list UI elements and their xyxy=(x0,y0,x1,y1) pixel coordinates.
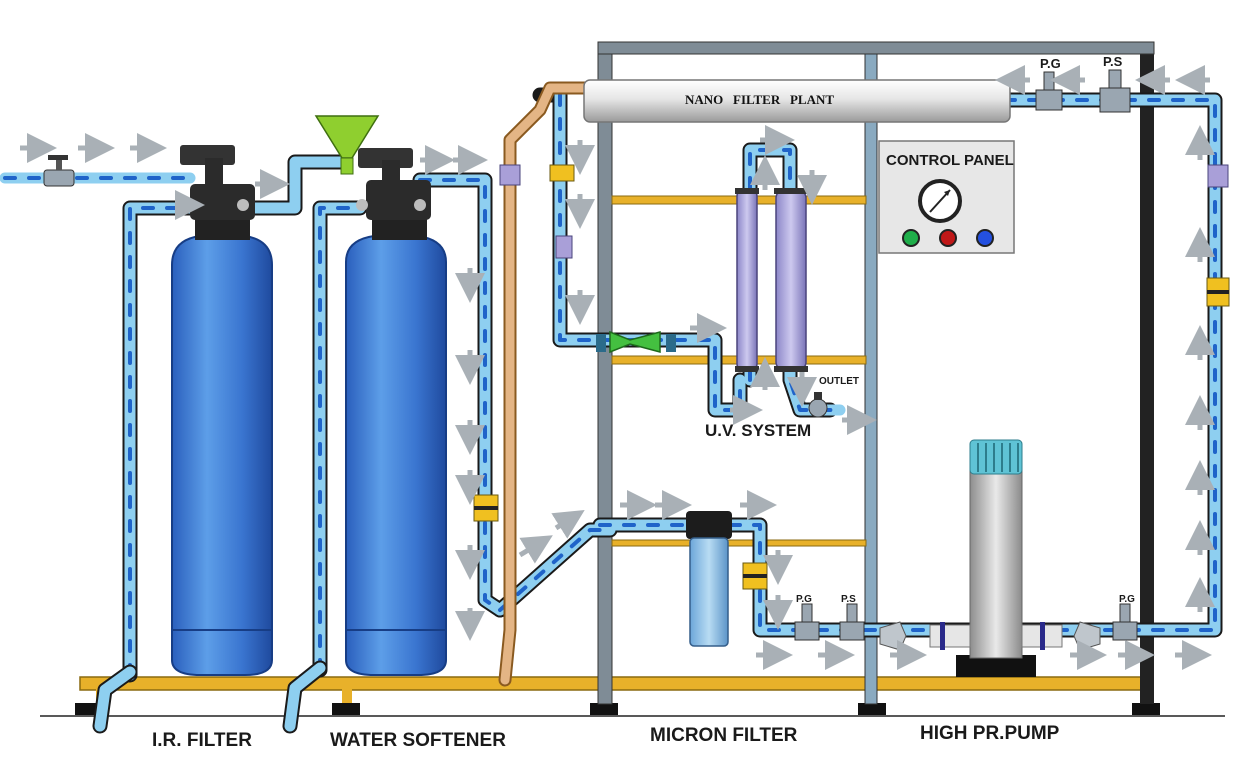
control-panel: CONTROL PANEL xyxy=(878,140,1015,254)
inlet-valve-icon xyxy=(43,155,75,187)
nano-filter-label: NANO FILTER PLANT xyxy=(685,92,834,107)
high-pr-pump-label: HIGH PR.PUMP xyxy=(920,723,1060,744)
ir-filter-vessel xyxy=(171,145,273,676)
ps-low-label: P.S xyxy=(841,594,856,605)
skid-frame xyxy=(597,41,1155,705)
gauge-icon xyxy=(918,179,962,223)
blue-lamp-icon xyxy=(976,229,994,247)
micron-filter-vessel xyxy=(686,511,732,647)
control-panel-label: CONTROL PANEL xyxy=(886,152,1014,169)
uv-system xyxy=(735,188,808,372)
ball-valves xyxy=(499,164,1229,259)
nano-filter-membrane: NANO FILTER PLANT xyxy=(583,79,1011,123)
flow-meter-icon xyxy=(596,330,676,354)
micron-filter-label: MICRON FILTER xyxy=(650,725,798,746)
pressure-gauge-icon xyxy=(794,69,1138,641)
flow-arrows xyxy=(20,65,1215,670)
green-lamp-icon xyxy=(902,229,920,247)
pg-right-label: P.G xyxy=(1119,594,1135,605)
ir-filter-label: I.R. FILTER xyxy=(152,730,252,751)
water-softener-vessel xyxy=(345,148,447,676)
base-feet xyxy=(75,689,1160,715)
pg-top-label: P.G xyxy=(1040,56,1061,71)
outlet-label: OUTLET xyxy=(819,376,859,387)
water-softener-label: WATER SOFTENER xyxy=(330,730,506,751)
outlet-valve-icon xyxy=(808,392,828,418)
uv-system-label: U.V. SYSTEM xyxy=(705,421,811,440)
pg-low-label: P.G xyxy=(796,594,812,605)
base-rail xyxy=(79,676,1151,691)
red-lamp-icon xyxy=(939,229,957,247)
ps-top-label: P.S xyxy=(1103,54,1123,69)
pump-icon xyxy=(879,439,1101,677)
funnel-icon xyxy=(314,115,380,175)
